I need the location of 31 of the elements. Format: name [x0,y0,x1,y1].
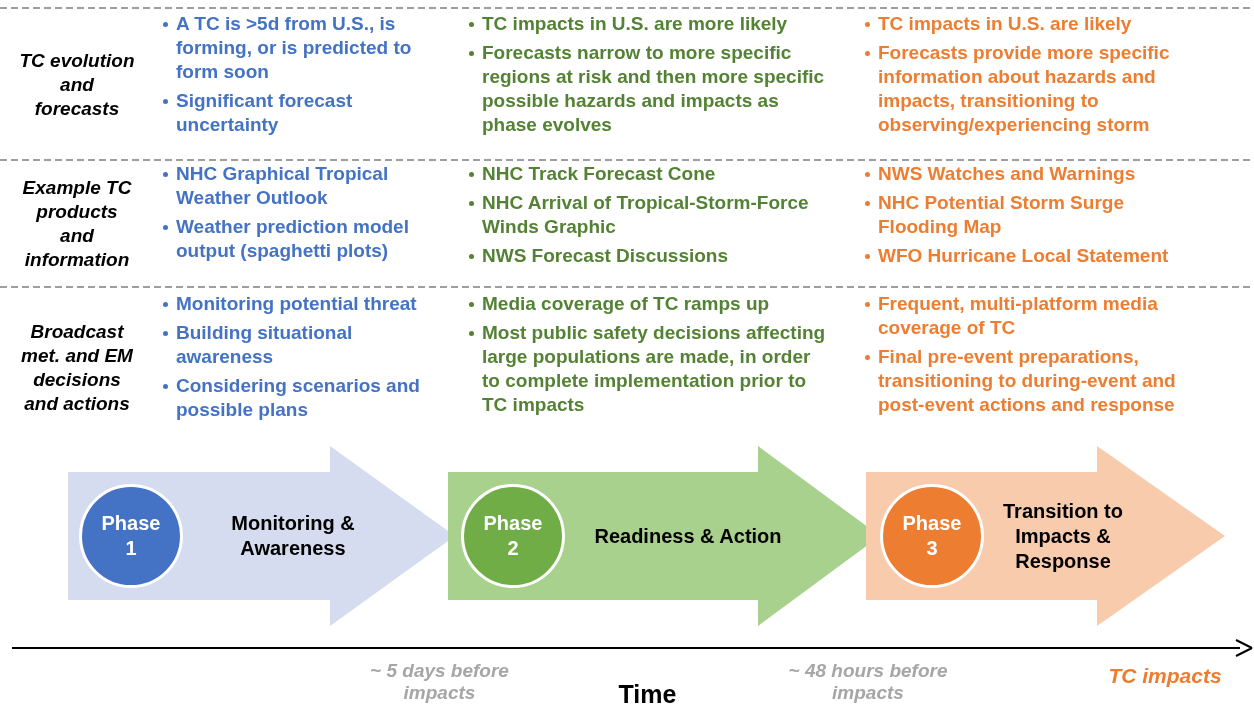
bullet-text: Monitoring potential threat [160,292,450,316]
axis-title: Time [617,680,678,706]
bullet-text: Weather prediction model output (spaghetti plots) [160,215,450,263]
timeline-label: TC impacts [1107,663,1223,688]
bullet-text: Media coverage of TC ramps up [466,292,826,316]
phase-label: Transition to Impacts & Response [1002,498,1124,574]
timeline-label: ~ 48 hours before impacts [788,660,948,704]
bullet-text: NHC Graphical Tropical Weather Outlook [160,162,450,210]
bullet-text: NWS Watches and Warnings [862,162,1207,186]
row-header: Example TC products and information [21,176,133,272]
bullet-text: NHC Track Forecast Cone [466,162,826,186]
bullet-text: Building situational awareness [160,321,450,369]
row-header: Broadcast met. and EM decisions and actions [20,320,134,416]
bullet-text: NHC Arrival of Tropical-Storm-Force Winds Graphic [466,191,826,239]
bullet-text: Frequent, multi-platform media coverage of TC [862,292,1207,340]
bullet-text: TC impacts in U.S. are likely [862,12,1207,36]
bullet-text: NWS Forecast Discussions [466,244,826,268]
bullet-text: Considering scenarios and possible plans [160,374,450,422]
bullet-text: A TC is >5d from U.S., is forming, or is predicted to form soon [160,12,450,84]
bullet-text: Final pre-event preparations, transitioning to during-event and post-event actions and response [862,345,1207,417]
bullet-text: WFO Hurricane Local Statement [862,244,1207,268]
row-header: TC evolution and forecasts [18,49,136,121]
bullet-text: Forecasts narrow to more specific regions at risk and then more specific possible hazards and impacts as phase evolves [466,41,826,137]
timeline-label: ~ 5 days before impacts [369,660,510,704]
bullet-text: TC impacts in U.S. are more likely [466,12,826,36]
bullet-text: Most public safety decisions affecting large populations are made, in order to complete implementation prior to TC impacts [466,321,826,417]
phase-label: Monitoring & Awareness [230,511,356,561]
bullet-text: Significant forecast uncertainty [160,89,450,137]
phase-label: Readiness & Action [593,523,783,549]
bullet-text: Forecasts provide more specific information about hazards and impacts, transitioning to observing/experiencing storm [862,41,1207,137]
bullet-text: NHC Potential Storm Surge Flooding Map [862,191,1207,239]
